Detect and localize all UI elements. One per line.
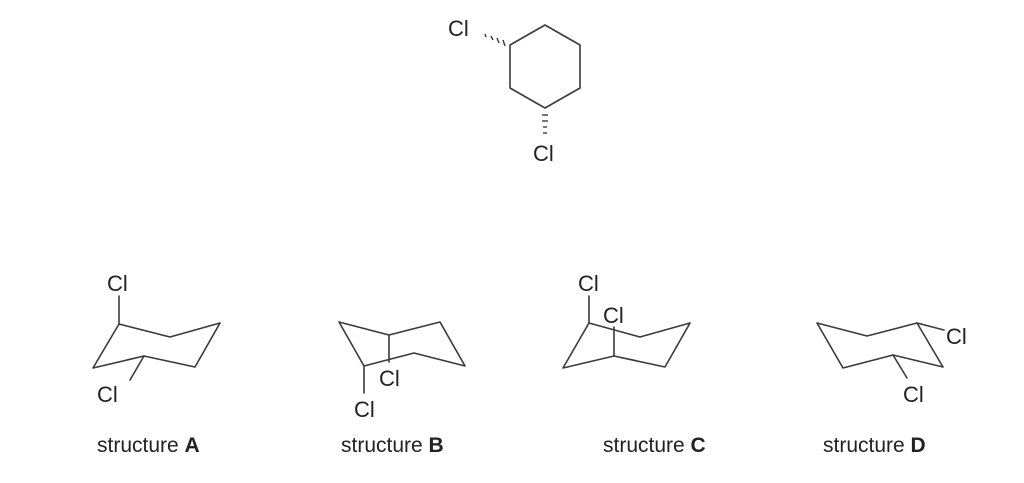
atom-cl-top-2: Cl [533,141,554,166]
caption-prefix: structure [603,434,685,457]
atom-cl-a-2: Cl [97,382,118,407]
structure-b-chair: Cl Cl [338,321,466,422]
structure-d-chair: Cl Cl [816,322,967,407]
atom-cl-d-1: Cl [946,324,967,349]
hash-wedge-2 [542,114,548,134]
caption-structure-b: structure B [341,434,444,458]
caption-prefix: structure [97,434,179,457]
atom-cl-c-2: Cl [603,303,624,328]
atom-cl-top-1: Cl [448,16,469,41]
top-molecule: Cl Cl [448,16,581,166]
hash-wedge-1 [484,33,506,47]
atom-cl-b-1: Cl [379,366,400,391]
structure-a-chair: Cl Cl [92,271,221,407]
caption-letter: D [910,434,926,457]
structure-c-chair: Cl Cl [562,271,691,369]
caption-prefix: structure [823,434,905,457]
atom-cl-a-1: Cl [107,271,128,296]
atom-cl-c-1: Cl [578,271,599,296]
caption-structure-c: structure C [603,434,706,458]
atom-cl-d-2: Cl [903,382,924,407]
caption-structure-a: structure A [97,434,200,458]
cyclohexane-ring [509,24,581,109]
caption-letter: B [428,434,444,457]
caption-prefix: structure [341,434,423,457]
caption-structure-d: structure D [823,434,926,458]
atom-cl-b-2: Cl [354,397,375,422]
caption-letter: A [184,434,200,457]
caption-letter: C [690,434,706,457]
